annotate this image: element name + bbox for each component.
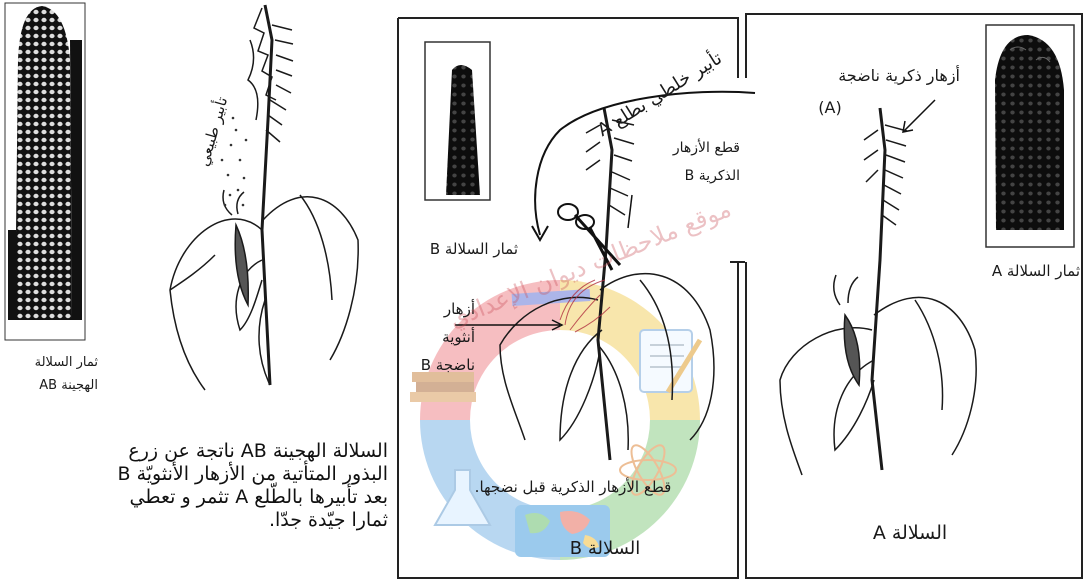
hybrid-caption: السلالة الهجينة AB ناتجة عن زرع البذور ا… [8,440,388,532]
male-flowers-label: أزهار ذكرية ناضجة [760,66,960,85]
strain-b-cob-image [425,42,490,200]
cut-male-label-line1: قطع الأزهار [630,140,740,156]
strain-b-label: السلالة B [525,538,685,559]
male-flowers-strain-label: (A) [800,98,860,117]
strain-a-label: السلالة A [830,522,990,544]
strain-a-cob-image [986,25,1074,247]
hybrid-corn-plant [170,5,358,390]
caption-line: بعد تأبيرها بالطّلع A تثمر و تعطي [8,486,388,509]
strain-b-fruit-label: ثمار السلالة B [408,240,518,258]
strain-a-fruit-label: ثمار السلالة A [972,262,1080,280]
hybrid-cob-image [5,3,85,340]
male-flowers-arrow [903,100,935,132]
hybrid-fruit-label-line2: الهجينة AB [18,378,98,393]
caption-line: ثمارا جيّدة جدّا. [8,509,388,532]
female-flowers-label-line3: ناضجة B [405,356,475,374]
cut-male-label-line2: الذكرية B [630,168,740,184]
caption-line: السلالة الهجينة AB ناتجة عن زرع [8,440,388,463]
cut-before-maturity-label: قطع الأزهار الذكرية قبل نضجها. [428,478,718,496]
caption-line: البذور المتأتية من الأزهار الأنثويّة B [8,463,388,486]
strain-a-corn-plant [780,108,976,475]
cut-male-arrow [628,195,632,228]
hybrid-fruit-label-line1: ثمار السلالة [18,355,98,370]
